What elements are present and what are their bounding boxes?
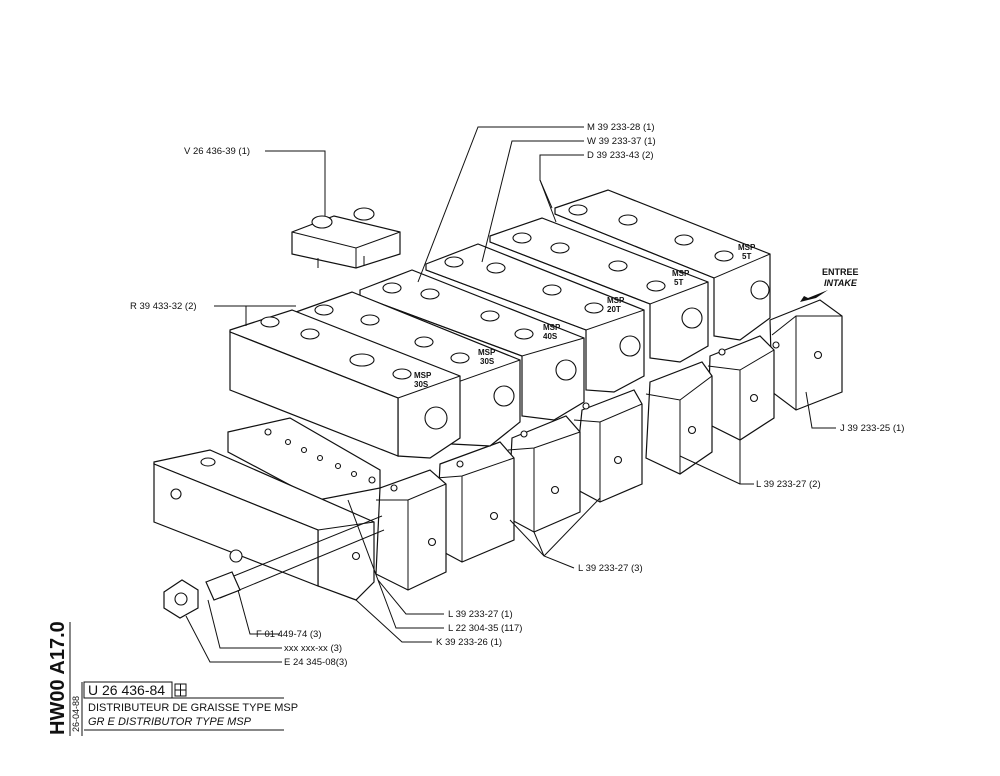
element-4: MSP 20T [425, 243, 645, 393]
callout-x-part: xxx xxx-xx (3) [284, 643, 342, 654]
callout-l-block-1: L 39 233-27 (1) [448, 609, 513, 620]
element-6: MSP 5T [554, 189, 771, 341]
element-2-model: MSP [478, 348, 496, 357]
inlet-label-en: INTAKE [824, 278, 858, 288]
title-block: HW00 A17.0 26-04-88 U 26 436-84 DISTRIBU… [47, 621, 298, 736]
part-number: U 26 436-84 [88, 682, 165, 698]
inlet-label-fr: ENTREE [822, 267, 859, 277]
element-1-size: 30S [414, 380, 429, 389]
element-3: MSP 40S [359, 269, 585, 421]
leader-lines [185, 126, 836, 663]
callout-v-plug: V 26 436-39 (1) [184, 146, 250, 157]
distributor-elements: MSP 5T MSP 5T MSP 20T [229, 189, 771, 459]
callout-e-nut: E 24 345-08(3) [284, 657, 347, 668]
callout-w-element: W 39 233-37 (1) [587, 136, 656, 147]
drawing-date: 26-04-88 [71, 696, 81, 732]
callout-f-part: F 01 449-74 (3) [256, 629, 321, 640]
element-4-model: MSP [607, 296, 625, 305]
callout-l-block-3: L 39 233-27 (3) [578, 563, 643, 574]
callout-m-element: M 39 233-28 (1) [587, 122, 655, 133]
element-5-size: 5T [674, 278, 683, 287]
element-3-model: MSP [543, 323, 561, 332]
sheet-code: HW00 A17.0 [47, 621, 69, 735]
callout-j-block: J 39 233-25 (1) [840, 423, 904, 434]
plug-piece-v [291, 207, 401, 269]
element-5-model: MSP [672, 269, 690, 278]
element-3-size: 40S [543, 332, 558, 341]
l-block-row-back [375, 335, 775, 591]
element-6-size: 5T [742, 252, 751, 261]
element-4-size: 20T [607, 305, 621, 314]
callout-l-block-2: L 39 233-27 (2) [756, 479, 821, 490]
element-1: MSP 30S [229, 309, 461, 459]
element-6-model: MSP [738, 243, 756, 252]
callout-r-element: R 39 433-32 (2) [130, 301, 197, 312]
callout-labels: V 26 436-39 (1) M 39 233-28 (1) W 39 233… [130, 122, 904, 668]
tie-plate [227, 417, 381, 501]
tie-rod-assembly [163, 515, 385, 619]
callout-d-element: D 39 233-43 (2) [587, 150, 654, 161]
title-en: GR E DISTRIBUTOR TYPE MSP [88, 716, 252, 728]
element-1-model: MSP [414, 371, 432, 380]
callout-l-tie-rod: L 22 304-35 (117) [448, 623, 522, 634]
element-5: MSP 5T [489, 217, 709, 363]
bottom-blocks [227, 299, 843, 591]
callout-k-end-block: K 39 233-26 (1) [436, 637, 502, 648]
title-fr: DISTRIBUTEUR DE GRAISSE TYPE MSP [88, 702, 298, 714]
element-2-size: 30S [480, 357, 495, 366]
